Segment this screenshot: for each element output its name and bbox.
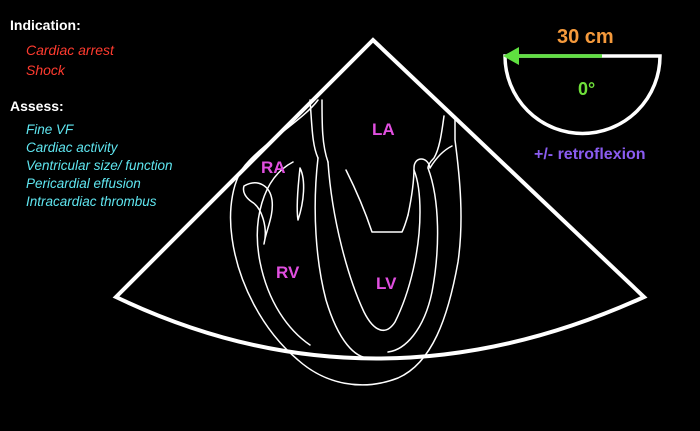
- rotation-arrow-icon: [503, 47, 602, 65]
- heart-epicardium: [229, 99, 462, 386]
- label-rv: RV: [276, 263, 300, 282]
- depth-label: 30 cm: [557, 26, 614, 48]
- assess-item: Intracardiac thrombus: [26, 194, 157, 209]
- pulmonary-vein: [429, 145, 453, 169]
- mitral-leaflet-posterior: [407, 158, 431, 216]
- label-ra: RA: [261, 158, 286, 177]
- assess-heading: Assess:: [10, 98, 64, 114]
- indication-item: Cardiac arrest: [26, 42, 114, 58]
- label-la: LA: [372, 120, 395, 139]
- indication-item: Shock: [26, 62, 65, 78]
- septum-right: [327, 161, 421, 332]
- label-lv: LV: [376, 274, 397, 293]
- assess-item: Cardiac activity: [26, 140, 118, 155]
- indication-heading: Indication:: [10, 17, 81, 33]
- probe-semicircle: [503, 54, 662, 136]
- heart-outline: [229, 99, 462, 386]
- rv-inner-wall: [256, 161, 311, 346]
- angle-label: 0°: [578, 79, 595, 99]
- maneuver-label: +/- retroflexion: [534, 146, 646, 163]
- lv-lateral-wall: [387, 167, 439, 353]
- tricuspid-loop: [296, 167, 305, 221]
- la-lateral: [427, 115, 445, 169]
- ultrasound-sector: [112, 37, 648, 361]
- mitral-leaflet-anterior: [345, 169, 409, 233]
- assess-item: Fine VF: [26, 122, 74, 137]
- atrial-septum: [309, 99, 329, 163]
- assess-item: Pericardial effusion: [26, 176, 141, 191]
- ra-fold: [242, 182, 274, 245]
- assess-item: Ventricular size/ function: [26, 158, 173, 173]
- septum-left: [314, 157, 373, 359]
